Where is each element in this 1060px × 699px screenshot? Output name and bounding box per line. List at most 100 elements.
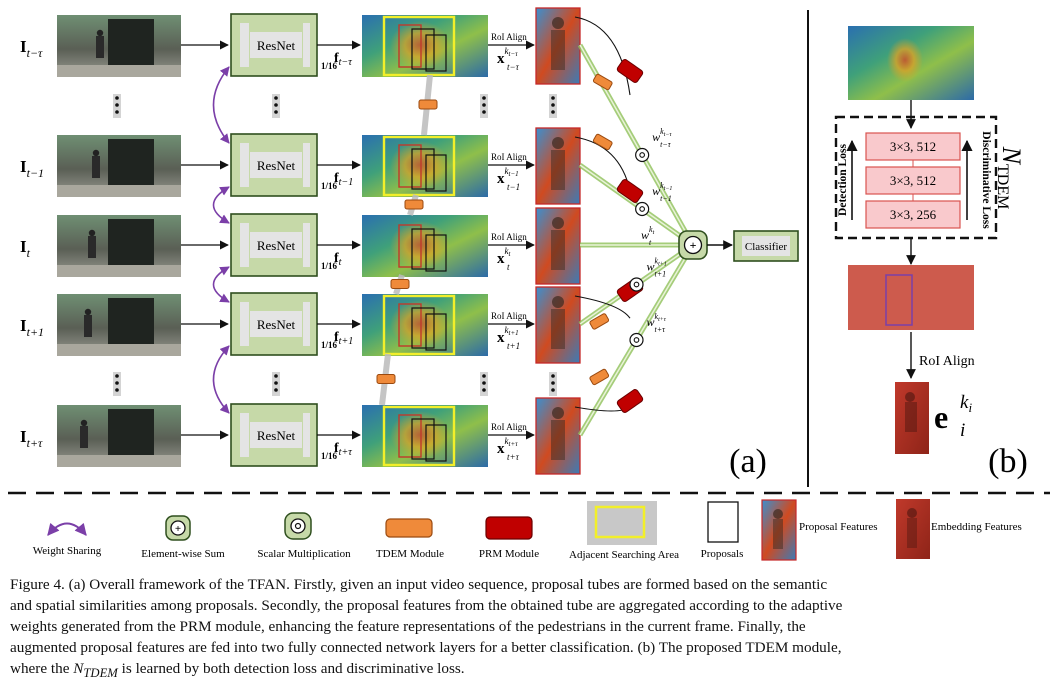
roi-feature-supsub: t−1 [509,170,519,178]
weight-supsub: t−1 [664,186,673,192]
proposal-box-red [398,24,422,68]
proposal-box-red [398,303,422,347]
weight-main: w [652,130,660,144]
resnet-label: ResNet [257,317,296,332]
resnet-label: ResNet [257,238,296,253]
weight-sup: k [649,225,653,234]
frame-label-sub: t+τ [27,436,43,450]
frame-label: It+τ [20,427,43,450]
feature-label: ft−τ [334,51,352,68]
prm-module [616,389,644,413]
feature-label-main: f [334,251,339,266]
feature-scale-label: 1/16 [321,451,338,461]
tdem-conv-layer-label: 3×3, 512 [890,173,936,188]
caption-line-5-suffix: is learned by both detection loss and di… [117,660,465,677]
embedding-sup: ki [960,392,972,415]
feature-label-sub: t [339,257,342,268]
weight-sub: t−1 [660,194,672,203]
caption-line-2: and spatial similarities among proposals… [10,597,843,614]
detection-loss-label: Detection Loss [837,144,849,216]
roi-feature-sup: k [505,325,510,335]
input-frame-image [57,15,181,77]
legend-prm-module: PRM Module [479,516,539,560]
tdem-module [592,133,613,151]
resnet-backbone: ResNet [230,133,318,197]
roi-feature-main: x [497,441,505,457]
proposal-box [425,313,447,351]
feature-scale-label: 1/16 [321,340,338,350]
roi-feature-supsub: t+1 [509,329,519,337]
tdem-roi-align-label: RoI Align [919,354,975,369]
roi-feature-sub: t [507,262,510,272]
figure-caption: Figure 4. (a) Overall framework of the T… [10,574,1044,684]
ellipsis-markers [113,94,557,396]
roi-feature-sub: t+1 [507,341,520,351]
legend-element-sum-label: Element-wise Sum [141,548,225,560]
frame-label: It−1 [20,157,44,180]
frame-label-main: I [20,37,27,56]
proposal-feature-crop [535,207,581,285]
weight-main: w [652,184,660,198]
feature-label-main: f [334,441,339,456]
tdem-module [589,368,610,386]
roi-align-label: RoI Align [491,232,527,242]
roi-feature-sup: k [505,436,510,446]
tdem-conv-layer: 3×3, 512 [865,132,961,161]
tdem-input-feature-map [848,26,974,100]
svg-text:NTDEM: NTDEM [994,146,1026,210]
proposal-feature-crop [535,286,581,364]
resnet-backbone: ResNet [230,13,318,77]
element-sum-node: + [678,230,708,260]
legend-proposal-features-label: Proposal Features [799,521,878,533]
legend-proposals: Proposals [701,501,743,560]
resnet-label: ResNet [257,158,296,173]
weight-sub: t+1 [655,270,667,279]
tdem-conv-layer-label: 3×3, 256 [890,207,937,222]
tdem-module [404,199,424,210]
frame-label: It [20,237,31,260]
classifier-label: Classifier [745,241,787,253]
plus-icon: + [175,523,181,535]
feature-label: ft [334,251,342,268]
weight-sharing-arc [212,345,230,414]
roi-feature-main: x [497,171,505,187]
input-frame-image [57,294,181,356]
legend-scalar-mult: Scalar Multiplication [257,512,351,560]
resnet-backbone: ResNet [230,213,318,277]
weight-main: w [647,260,655,274]
adjacent-search-area [382,135,456,197]
proposal-box [425,234,447,272]
caption-line-1: Figure 4. (a) Overall framework of the T… [10,576,828,593]
proposal-box [411,28,435,70]
feature-map [362,215,488,277]
weight-main: w [647,315,655,329]
feature-label-sub: t−1 [339,177,354,188]
resnet-label: ResNet [257,38,296,53]
feature-label: ft+τ [334,441,352,458]
roi-align-label: RoI Align [491,422,527,432]
roi-align-label: RoI Align [491,152,527,162]
frame-label-sub: t−1 [27,166,44,180]
resnet-backbone: ResNet [230,403,318,467]
proposal-box-red [398,414,422,458]
feature-map [362,294,488,356]
embedding-symbol: e [934,399,948,435]
tdem-conv-layer: 3×3, 512 [865,166,961,195]
roi-align-label: RoI Align [491,311,527,321]
tdem-module [390,279,410,289]
roi-feature-sup: k [505,246,510,256]
feature-map [362,135,488,197]
weight-sup: k [655,257,659,266]
